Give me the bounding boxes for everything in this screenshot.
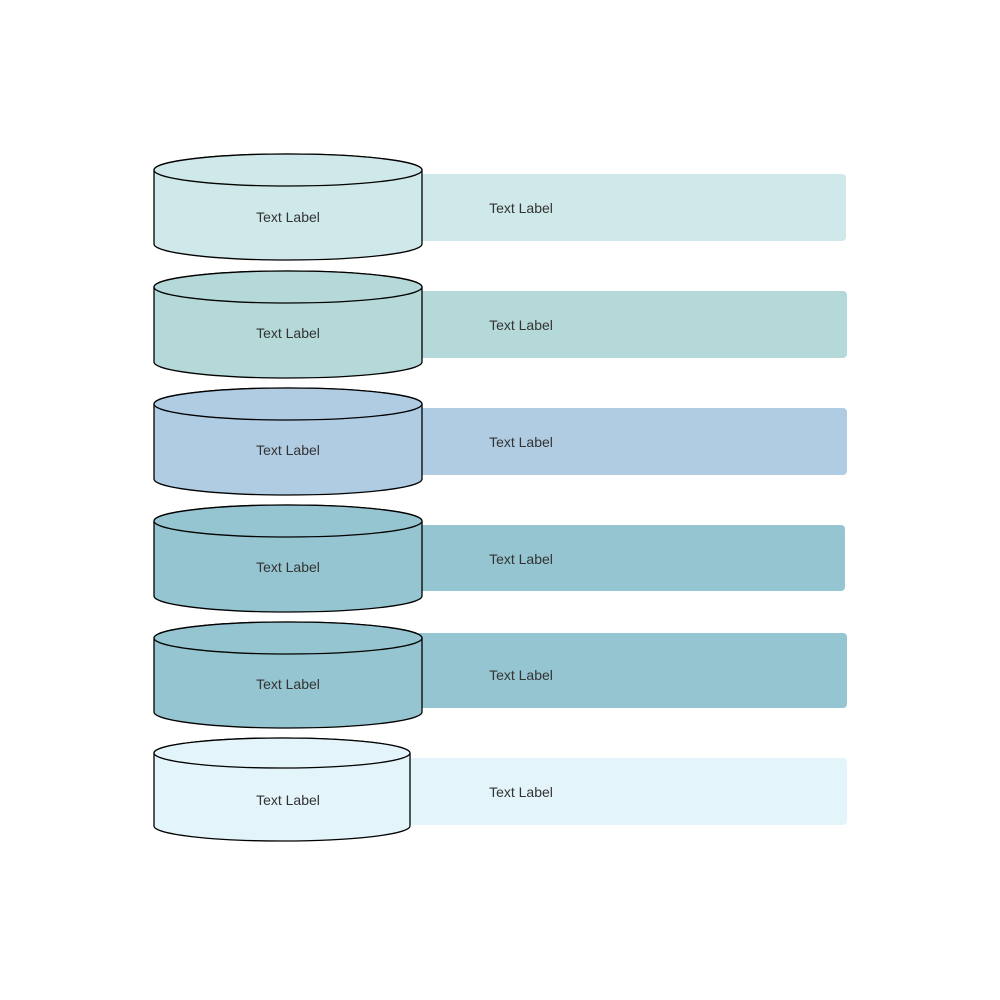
tier-2-bar-label: Text Label [489,317,553,333]
tier-5-bar[interactable] [400,633,847,708]
tier-3-cylinder-top [153,387,423,421]
tier-6-bar[interactable] [390,758,847,825]
tier-1-bar-label: Text Label [489,200,553,216]
tier-2-cylinder-top [153,270,423,304]
tier-4-bar-label: Text Label [489,551,553,567]
tier-5: Text Label Text Label [153,621,847,729]
tier-4-cylinder-label: Text Label [256,559,320,575]
tier-3-bar-label: Text Label [489,434,553,450]
tier-6-cylinder-label: Text Label [256,792,320,808]
tier-3-cylinder-label: Text Label [256,442,320,458]
tier-3-bar[interactable] [400,408,847,475]
tier-4-bar[interactable] [400,525,845,591]
tier-4-cylinder-top [153,504,423,538]
tier-6-bar-label: Text Label [489,784,553,800]
tier-3: Text Label Text Label [153,387,847,496]
tier-1-cylinder-label: Text Label [256,209,320,225]
tier-1-cylinder-top [153,153,423,187]
tier-2-cylinder-label: Text Label [256,325,320,341]
tier-5-cylinder-top [153,621,423,655]
tier-6: Text Label Text Label [153,737,847,842]
tier-5-cylinder-label: Text Label [256,676,320,692]
tier-5-bar-label: Text Label [489,667,553,683]
tier-1: Text Label Text Label [153,153,846,261]
tier-6-cylinder-top [153,737,411,769]
tier-1-bar[interactable] [400,174,846,241]
tier-2-bar[interactable] [400,291,847,358]
tier-4: Text Label Text Label [153,504,845,613]
tier-2: Text Label Text Label [153,270,847,379]
